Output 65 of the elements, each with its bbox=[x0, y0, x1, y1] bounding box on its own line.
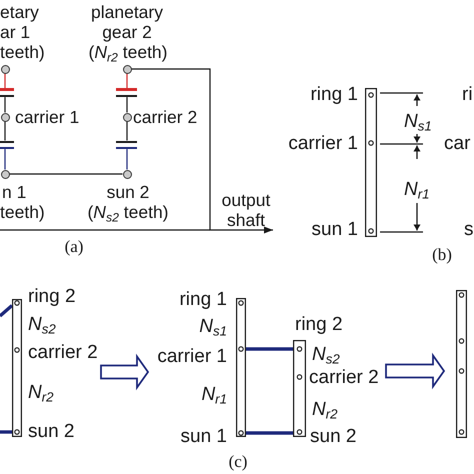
panel-caption: (b) bbox=[432, 244, 452, 266]
panel-caption: (c) bbox=[228, 451, 248, 473]
panel-caption: (a) bbox=[64, 236, 84, 258]
connector-line bbox=[126, 74, 128, 88]
lever-point-label: ring 2 bbox=[295, 314, 343, 336]
lever-point-label: ring 2 bbox=[28, 286, 76, 308]
link-line bbox=[0, 304, 14, 318]
connector-line bbox=[4, 74, 6, 88]
dimension-label: N$_{r2}$ bbox=[28, 382, 54, 404]
lever-point-label: carrier 1 bbox=[288, 133, 358, 155]
gear-tooth-bar bbox=[0, 94, 14, 98]
cut-off-label: ri bbox=[462, 84, 473, 106]
terminal-circle bbox=[0, 112, 10, 122]
terminal-circle bbox=[0, 170, 10, 178]
cut-off-label: s bbox=[464, 219, 474, 241]
gear-tooth-bar bbox=[116, 88, 137, 91]
connector-line bbox=[126, 149, 128, 170]
connector-line bbox=[4, 97, 6, 112]
terminal-circle bbox=[122, 170, 132, 178]
dimension-label: N$_{s2}$ bbox=[312, 344, 340, 366]
terminal-circle bbox=[122, 64, 132, 74]
output-shaft-label: output shaft bbox=[220, 190, 272, 230]
carrier-label: carrier 1 bbox=[15, 107, 80, 127]
lever-point-label: carrier 1 bbox=[157, 346, 227, 368]
lever-point-label: sun 2 bbox=[310, 426, 356, 448]
gear-tooth-bar bbox=[0, 146, 14, 150]
gear-tooth-bar bbox=[116, 94, 137, 98]
block-arrow bbox=[385, 352, 446, 390]
output-shaft-arrow bbox=[132, 68, 273, 234]
gear-tooth-bar bbox=[116, 146, 137, 150]
gear-tooth-bar bbox=[116, 140, 137, 144]
connector-line bbox=[4, 149, 6, 170]
lever-point-label: ring 1 bbox=[179, 289, 227, 311]
lever-point-label: sun 1 bbox=[180, 426, 227, 448]
lever-point-label: sun 1 bbox=[312, 219, 358, 241]
dimension-label: N$_{r1}$ bbox=[404, 179, 430, 201]
terminal-circle bbox=[122, 112, 132, 122]
connector-line bbox=[4, 122, 6, 140]
dimension-label: N$_{s1}$ bbox=[199, 316, 227, 338]
gear-label: n 1 bbox=[2, 182, 26, 202]
gear-label: teeth) bbox=[0, 42, 45, 62]
block-arrow bbox=[100, 354, 150, 390]
link-line bbox=[0, 430, 12, 434]
connector-line bbox=[10, 173, 122, 175]
terminal-circle bbox=[0, 64, 10, 74]
connector-line bbox=[126, 122, 128, 140]
lever-point-label: carrier 2 bbox=[309, 367, 379, 389]
cut-off-label: car bbox=[444, 133, 470, 155]
gear-label: teeth) bbox=[0, 202, 45, 222]
gear-label: sun 2 bbox=[106, 182, 150, 202]
lever-point-label: ring 1 bbox=[310, 84, 358, 106]
lever-point-label: sun 2 bbox=[28, 421, 74, 443]
dimension-label: N$_{r1}$ bbox=[201, 384, 227, 406]
gear-tooth-bar bbox=[0, 88, 14, 91]
lever-point-label: carrier 2 bbox=[28, 342, 98, 364]
gear-label: (N$_{s2}$ teeth) bbox=[87, 202, 169, 222]
carrier-label: carrier 2 bbox=[133, 107, 198, 127]
link-line bbox=[246, 347, 293, 351]
link-line bbox=[246, 431, 293, 435]
dimension-label: N$_{s1}$ bbox=[404, 111, 432, 133]
dimension-label: N$_{r2}$ bbox=[312, 399, 338, 421]
connector-line bbox=[126, 97, 128, 112]
gear-tooth-bar bbox=[0, 140, 14, 144]
dimension-label: N$_{s2}$ bbox=[28, 314, 56, 336]
gear-label: (N$_{r2}$ teeth) bbox=[88, 42, 168, 62]
